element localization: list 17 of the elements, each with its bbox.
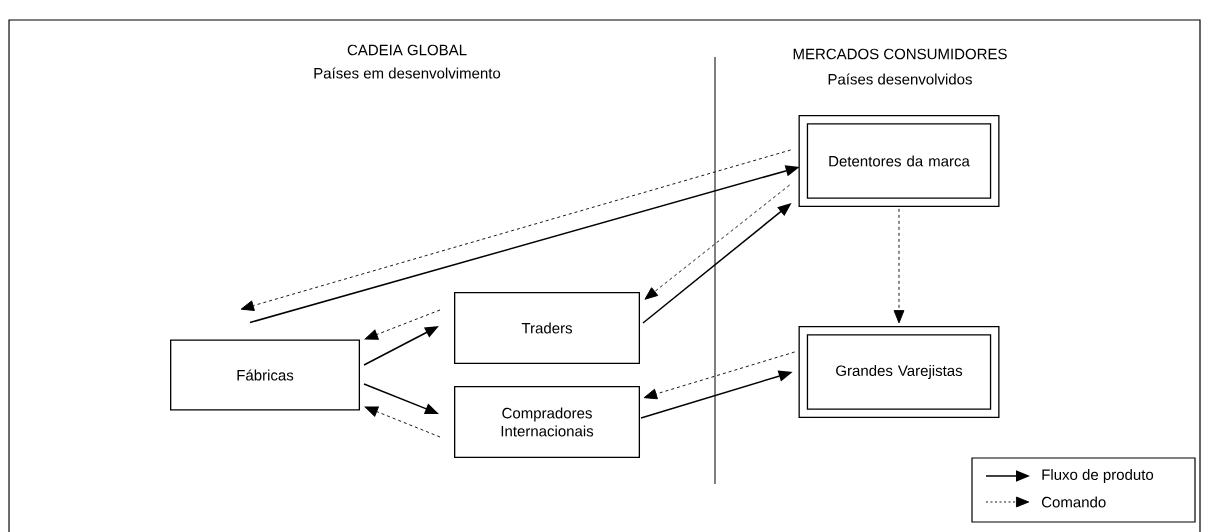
arrow xyxy=(240,149,792,311)
box: Detentores da marca xyxy=(798,115,1000,207)
arrow xyxy=(893,208,905,324)
column-heading: Países desenvolvidos xyxy=(828,73,972,85)
box: Traders xyxy=(454,292,640,364)
column-heading: Países em desenvolvimento xyxy=(314,67,501,79)
column-heading: CADEIA GLOBAL xyxy=(347,44,467,56)
box: Compradores Internacionais xyxy=(454,386,640,458)
legend-text: Fluxo de produto xyxy=(1042,469,1154,483)
arrow xyxy=(643,351,796,400)
column-heading: MERCADOS CONSUMIDORES xyxy=(793,48,1007,60)
arrow xyxy=(364,406,441,438)
box: Fábricas xyxy=(170,339,360,411)
arrow xyxy=(364,309,441,340)
arrow xyxy=(644,184,791,300)
legend-text: Comando xyxy=(1041,496,1106,508)
box: Grandes Varejistas xyxy=(798,326,1000,418)
